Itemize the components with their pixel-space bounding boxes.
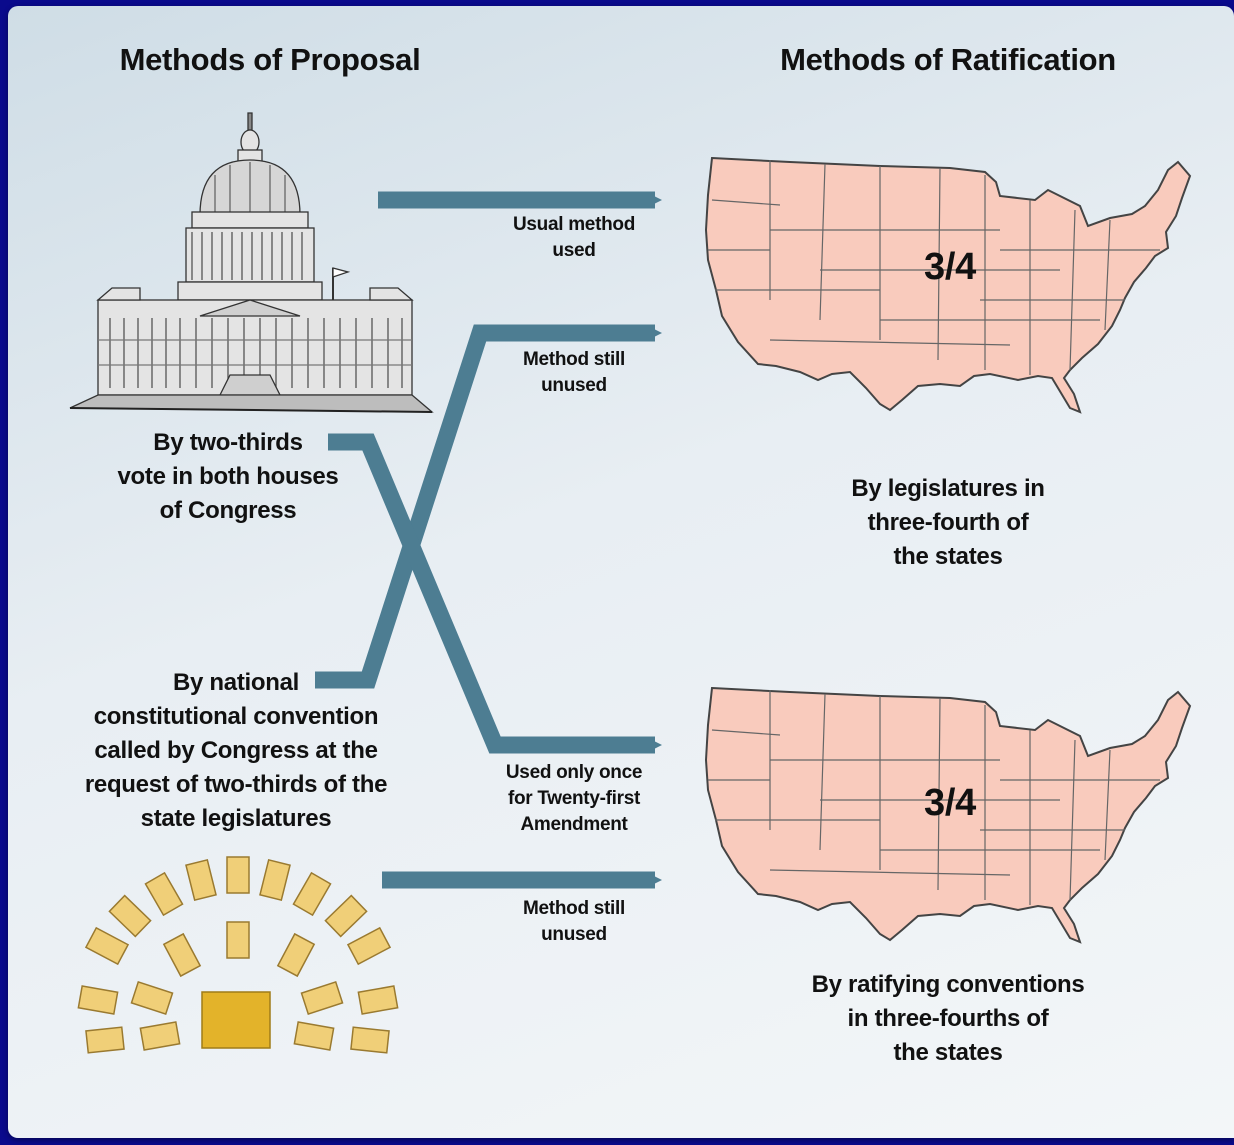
arrow-label-still-unused-legislatures: Method still unused [523,349,625,396]
ratification-conventions-caption: By ratifying conventions in three-fourth… [811,971,1085,1066]
proposal-congress-caption: By two-thirds vote in both houses of Con… [117,429,339,524]
arrows [315,191,662,889]
map-fraction-conventions: 3/4 [924,782,976,824]
diagram-panel: Methods of Proposal Methods of Ratificat… [8,6,1234,1138]
us-map-legislatures-icon [704,156,1192,414]
map-fraction-legislatures: 3/4 [924,246,976,288]
ratification-heading: Methods of Ratification [780,42,1116,77]
arrow-label-used-once: Used only once for Twenty-first Amendmen… [505,762,643,835]
us-map-conventions-icon [705,687,1191,943]
arrow-label-still-unused-conventions: Method still unused [523,898,625,945]
arrow-label-usual-method: Usual method used [512,214,636,261]
convention-seating-icon [77,856,399,1054]
ratification-legislatures-caption: By legislatures in three-fourth of the s… [851,475,1045,570]
proposal-heading: Methods of Proposal [119,42,421,77]
proposal-convention-caption: By national constitutional convention ca… [84,669,388,832]
capitol-building-icon [69,112,434,413]
arrow-congress-to-conventions [328,433,662,754]
arrow-convention-to-legislatures [315,324,662,689]
